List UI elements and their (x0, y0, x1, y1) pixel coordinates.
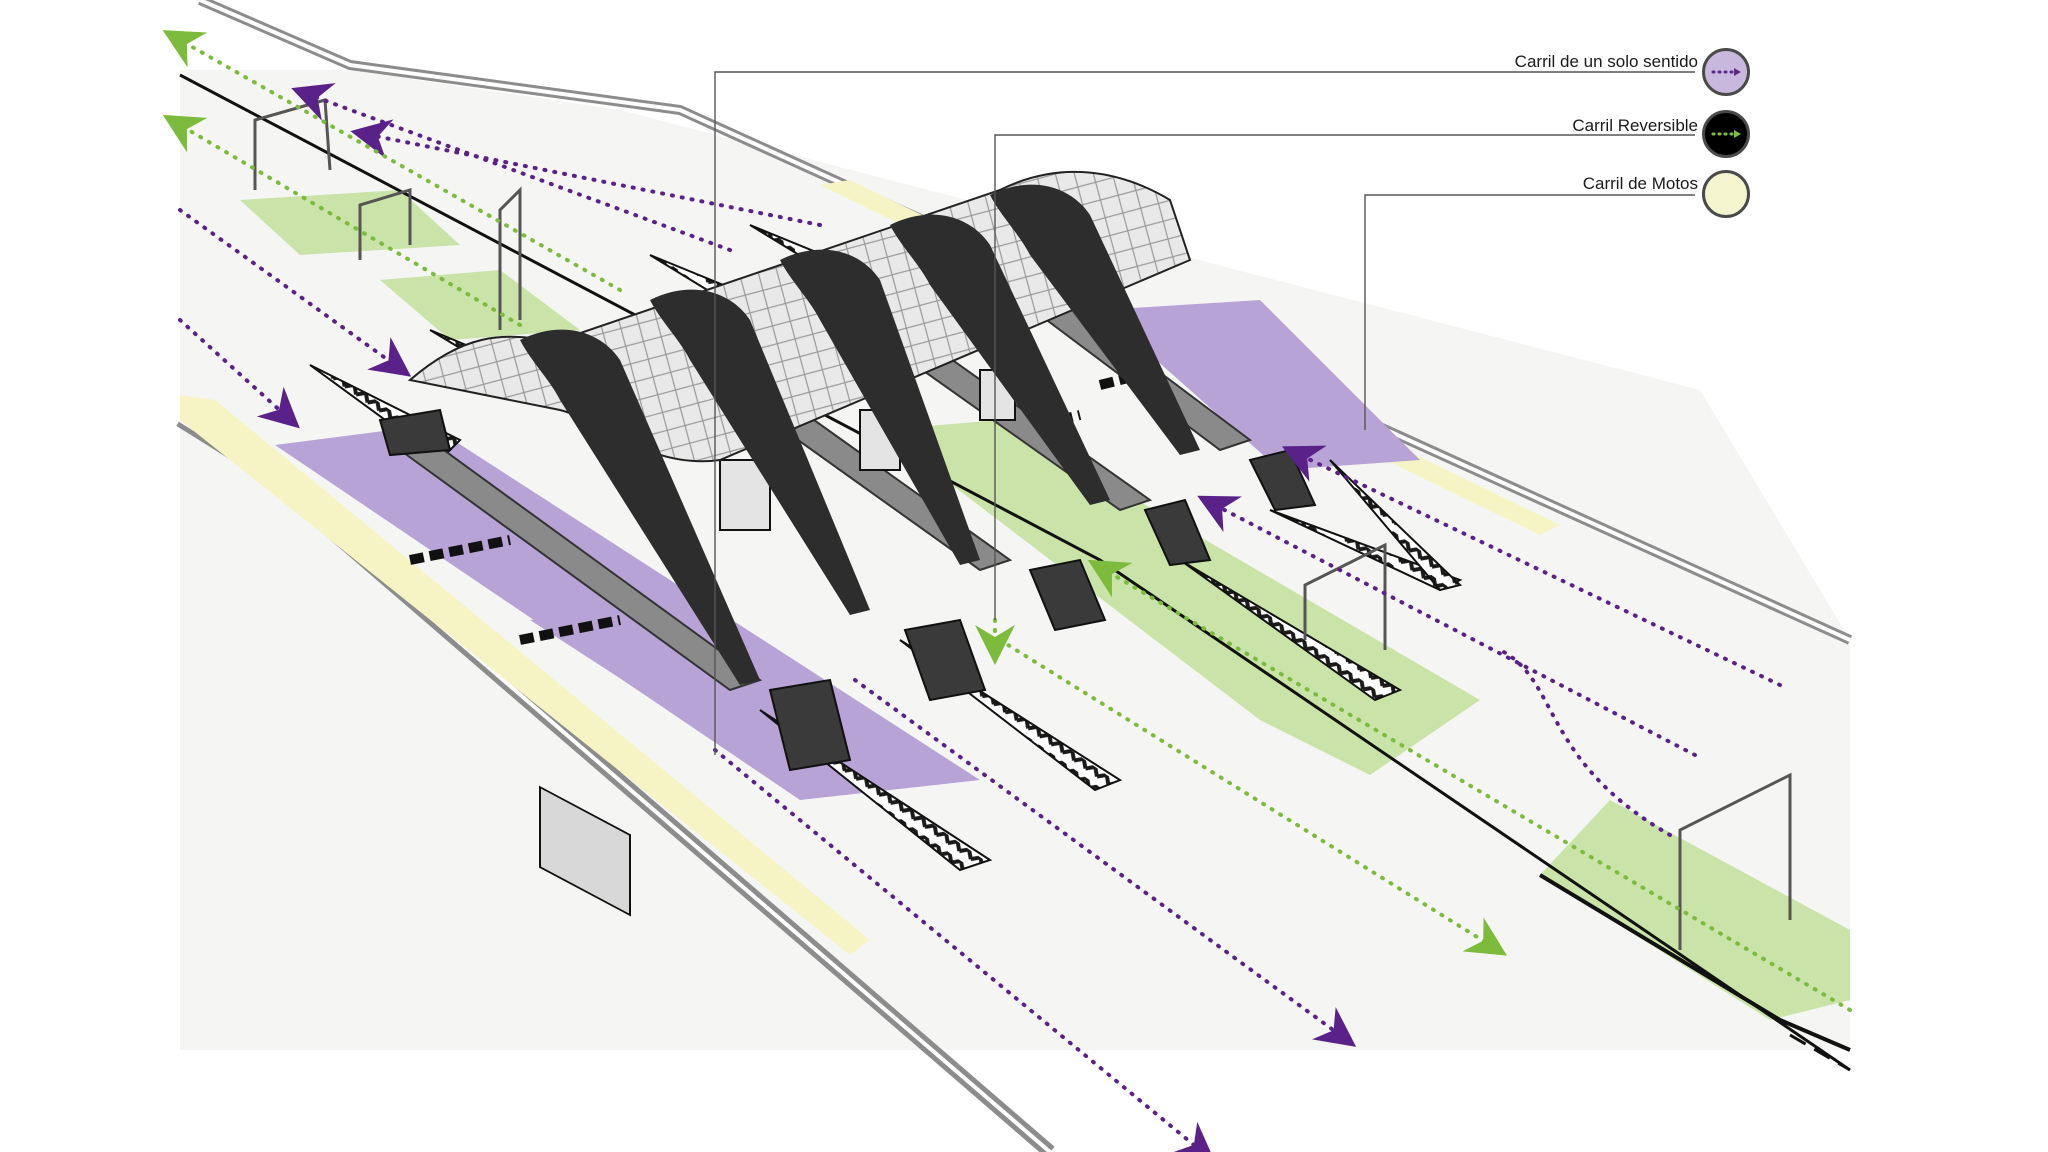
one-way-lane-zone-2 (530, 610, 820, 730)
canopy-rib-3 (780, 249, 980, 565)
moto-lane-bottom (180, 395, 870, 955)
legend-leader-lines (714, 71, 1695, 755)
legend-label-one-way-lane: Carril de un solo sentido (1514, 52, 1698, 71)
legend-swatch-moto-lane (1702, 170, 1750, 218)
legend-label-moto-lane: Carril de Motos (1582, 174, 1698, 193)
legend-swatch-reversible-lane (1702, 110, 1750, 158)
green-dotted-arrow-icon (1711, 130, 1741, 138)
reversible-lane-zone-1 (240, 190, 460, 255)
one-way-arrows (178, 83, 1782, 1152)
one-way-lane-zone-3 (1100, 300, 1420, 470)
reversible-arrows (162, 30, 1852, 1012)
gantries (253, 98, 1792, 950)
legend-swatch-one-way-lane (1702, 48, 1750, 96)
legend-label-reversible-lane: Carril Reversible (1572, 116, 1698, 135)
reversible-lane-zone-3 (880, 420, 1480, 775)
canopy-rib-1 (520, 329, 760, 685)
canopy-rib-5 (990, 184, 1200, 455)
purple-dotted-arrow-icon (1711, 68, 1741, 76)
canopy-rib-2 (650, 289, 870, 615)
pavement (180, 70, 1850, 1050)
reversible-lane-zone-2 (380, 270, 580, 340)
canopy-rib-4 (890, 214, 1110, 505)
